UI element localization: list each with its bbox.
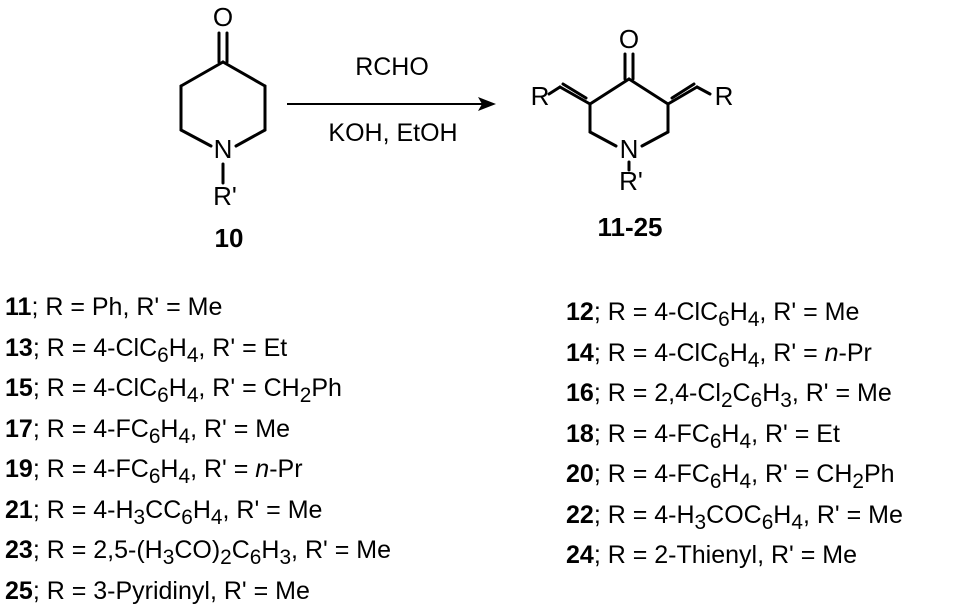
compound-number: 11 <box>5 293 32 321</box>
product-label: 11-25 <box>597 212 662 242</box>
compound-entry-15: 15; R = 4-ClC6H4, R' = CH2Ph <box>5 376 342 408</box>
compound-substituents: ; R = 2,4-Cl2C6H3, R' = Me <box>593 379 892 413</box>
compound-entry-13: 13; R = 4-ClC6H4, R' = Et <box>5 333 288 368</box>
bond-c2-n <box>179 128 213 148</box>
compound-entry-17: 17; R = 4-FC6H4, R' = Me <box>5 414 291 449</box>
compound-number: 25 <box>5 576 33 605</box>
compound-number: 18 <box>566 419 594 448</box>
compound-number: 12 <box>566 298 594 326</box>
reaction-arrow <box>287 97 496 111</box>
reactant-label: 10 <box>215 223 244 253</box>
compound-entry-24: 24; R = 2-Thienyl, R' = Me <box>566 543 857 568</box>
compound-substituents: ; R = 4-ClC6H4, R' = Me <box>593 298 860 332</box>
compound-number: 21 <box>5 495 33 524</box>
compound-entry-20: 20; R = 4-FC6H4, R' = CH2Ph <box>566 462 895 494</box>
compound-substituents: ; R = 4-H3CC6H4, R' = Me <box>32 495 323 529</box>
compound-substituents: ; R = Ph, R' = Me <box>31 293 223 321</box>
compound-entry-22: 22; R = 4-H3COC6H4, R' = Me <box>566 500 903 535</box>
bond-c4-c3 <box>179 60 225 88</box>
compound-substituents: ; R = 4-FC6H4, R' = CH2Ph <box>593 460 895 494</box>
compound-substituents: ; R = 3-Pyridinyl, R' = Me <box>32 576 310 605</box>
compound-substituents: ; R = 4-FC6H4, R' = Et <box>593 419 840 453</box>
compound-number: 19 <box>5 455 33 483</box>
product-atom-r-left: R <box>531 81 550 111</box>
bond-p-c2-n <box>588 130 618 148</box>
compound-entry-11: 11; R = Ph, R' = Me <box>5 295 222 320</box>
bond-exo-right-a <box>666 85 699 106</box>
compound-number: 20 <box>566 460 594 488</box>
bond-p-c6-n <box>640 130 670 148</box>
compound-substituents: ; R = 4-ClC6H4, R' = CH2Ph <box>32 374 342 408</box>
atom-r-prime: R' <box>213 181 237 211</box>
bond-p-c4-c3 <box>588 77 631 106</box>
compound-number: 15 <box>5 374 33 402</box>
product-atom-r-prime: R' <box>619 166 643 196</box>
compound-entry-14: 14; R = 4-ClC6H4, R' = n-Pr <box>566 338 872 373</box>
product-atom-r-right: R <box>715 81 734 111</box>
compound-substituents: ; R = 4-FC6H4, R' = n-Pr <box>32 455 303 489</box>
compound-substituents: ; R = 4-H3COC6H4, R' = Me <box>593 500 903 534</box>
atom-o: O <box>213 2 233 32</box>
bond-exo-left-b <box>561 82 588 100</box>
compound-entry-23: 23; R = 2,5-(H3CO)2C6H3, R' = Me <box>5 538 391 570</box>
compound-entry-21: 21; R = 4-H3CC6H4, R' = Me <box>5 495 323 530</box>
compound-number: 23 <box>5 536 33 564</box>
bond-c4-c5 <box>221 60 267 88</box>
compound-substituents: ; R = 4-ClC6H4, R' = Et <box>32 333 288 367</box>
compound-substituents: ; R = 4-ClC6H4, R' = n-Pr <box>593 338 872 372</box>
compound-entry-18: 18; R = 4-FC6H4, R' = Et <box>566 419 840 454</box>
compound-number: 14 <box>566 338 594 367</box>
bond-exo-right-b <box>670 82 696 100</box>
compound-entry-16: 16; R = 2,4-Cl2C6H3, R' = Me <box>566 381 892 413</box>
compound-number: 24 <box>566 541 594 569</box>
compound-number: 22 <box>566 500 594 529</box>
compound-substituents: ; R = 2,5-(H3CO)2C6H3, R' = Me <box>32 536 391 570</box>
product-atom-o: O <box>619 24 639 54</box>
compound-number: 13 <box>5 333 33 362</box>
product-atom-n: N <box>620 134 639 164</box>
reagent-below: KOH, EtOH <box>328 119 457 147</box>
compound-entry-25: 25; R = 3-Pyridinyl, R' = Me <box>5 576 310 605</box>
compound-number: 16 <box>566 379 594 407</box>
bond-left-r <box>547 85 562 96</box>
compound-substituents: ; R = 4-FC6H4, R' = Me <box>32 414 291 448</box>
bond-exo-left-a <box>558 85 592 106</box>
bond-p-c4-c5 <box>627 77 670 106</box>
compound-entry-12: 12; R = 4-ClC6H4, R' = Me <box>566 300 859 332</box>
compound-entry-19: 19; R = 4-FC6H4, R' = n-Pr <box>5 457 303 489</box>
product-structure <box>547 52 712 172</box>
reagent-above: RCHO <box>355 53 429 81</box>
atom-n: N <box>214 134 233 164</box>
bond-right-r <box>695 85 712 96</box>
compound-number: 17 <box>5 414 33 443</box>
compound-substituents: ; R = 2-Thienyl, R' = Me <box>593 541 858 569</box>
reactant-structure <box>179 31 267 185</box>
bond-c6-n <box>234 128 267 148</box>
